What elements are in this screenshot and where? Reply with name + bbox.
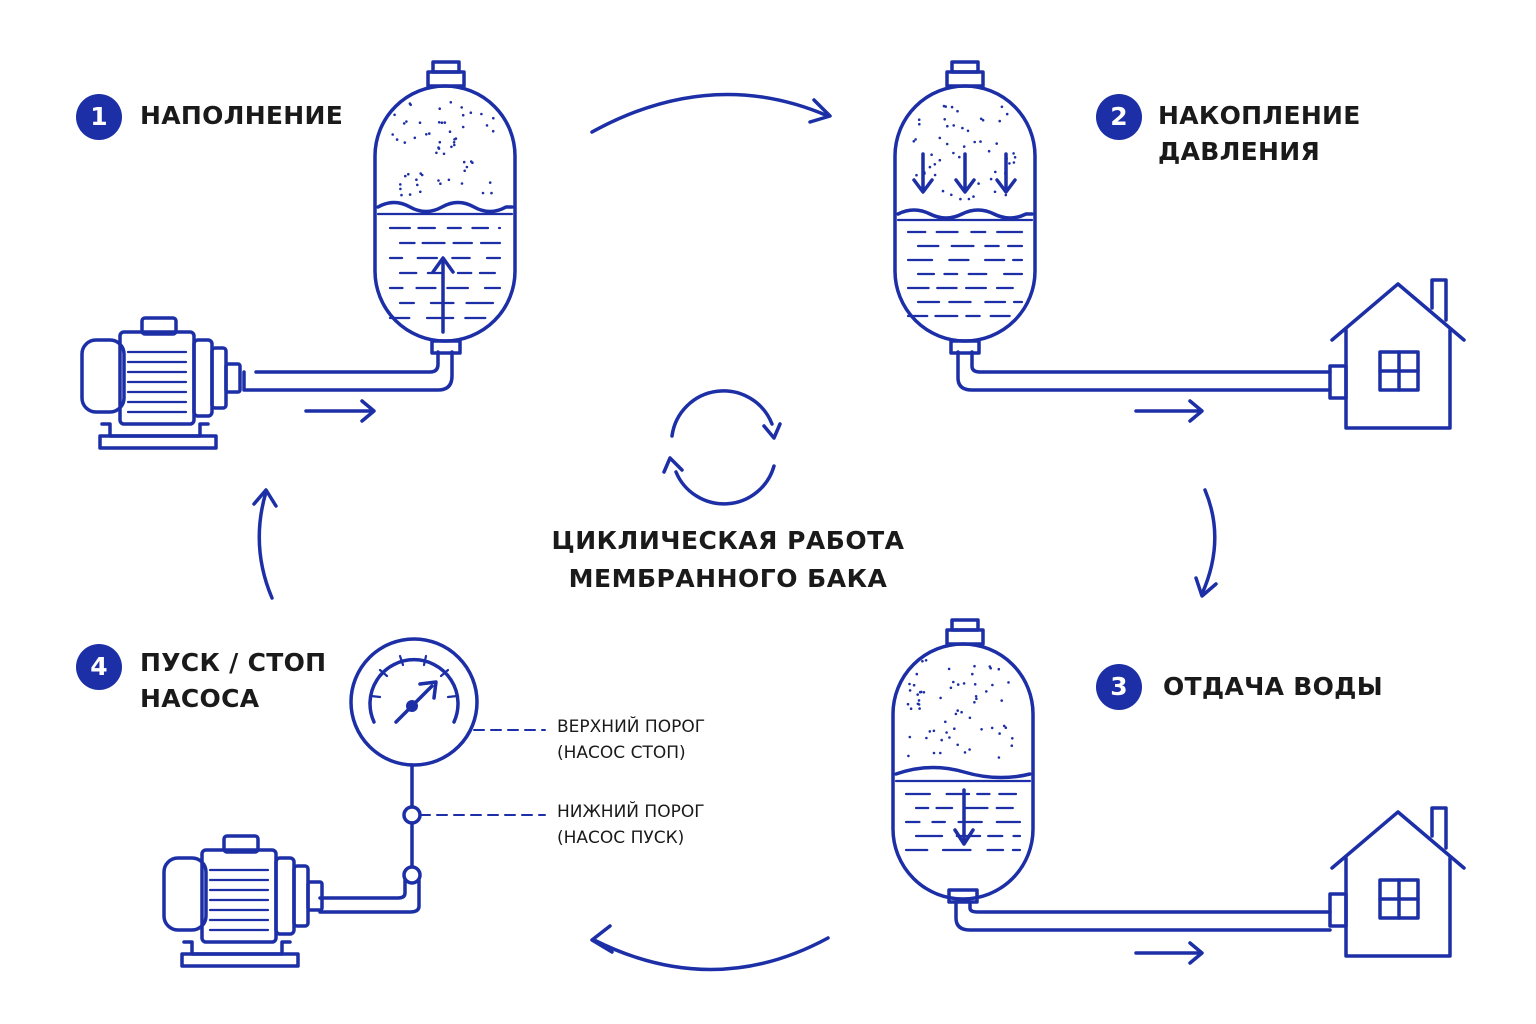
step1-title-line: НАПОЛНЕНИЕ: [140, 101, 344, 130]
step2-tank-icon: [893, 60, 1037, 355]
step3-flow-arrow: [1134, 941, 1204, 965]
step4-gauge-line: [318, 763, 422, 914]
cycle-arrow-bottom: [590, 924, 830, 972]
lower-threshold-label: НИЖНИЙ ПОРОГ (НАСОС ПУСК): [557, 799, 705, 851]
step4-title-line-2: НАСОСА: [140, 684, 260, 713]
step3-house-icon: [1328, 806, 1466, 958]
step4-threshold-leaders: [419, 729, 546, 816]
step1-air-dots: [391, 100, 495, 197]
center-title-line-2: МЕМБРАННОГО БАКА: [568, 564, 888, 593]
step2-pressure-arrows: [912, 152, 1017, 194]
step3-air-dots: [906, 659, 1014, 759]
step2-title: НАКОПЛЕНИЕ ДАВЛЕНИЯ: [1158, 98, 1361, 170]
step1-title: НАПОЛНЕНИЕ: [140, 98, 343, 134]
cycle-arrow-left: [252, 488, 278, 600]
cycle-icon: [662, 389, 782, 506]
center-title-line-1: ЦИКЛИЧЕСКАЯ РАБОТА: [551, 526, 905, 555]
step4-gauge-icon: [349, 637, 479, 767]
step4-title: ПУСК / СТОП НАСОСА: [140, 645, 326, 717]
step2-badge: 2: [1096, 94, 1142, 140]
center-title: ЦИКЛИЧЕСКАЯ РАБОТА МЕМБРАННОГО БАКА: [528, 522, 928, 598]
step3-title-line: ОТДАЧА ВОДЫ: [1163, 672, 1383, 701]
step1-badge: 1: [76, 94, 122, 140]
step1-flow-arrow: [304, 399, 376, 423]
cycle-arrow-right: [1194, 488, 1218, 598]
step2-pipe: [956, 350, 1332, 392]
upper-threshold-label: ВЕРХНИЙ ПОРОГ (НАСОС СТОП): [557, 714, 705, 766]
lower-threshold-line-1: НИЖНИЙ ПОРОГ: [557, 802, 705, 822]
step3-tank-icon: [891, 618, 1035, 904]
cycle-arrow-top: [590, 92, 832, 134]
step1-pump-icon: [80, 316, 242, 450]
upper-threshold-line-2: (НАСОС СТОП): [557, 743, 686, 763]
step2-title-line-1: НАКОПЛЕНИЕ: [1158, 101, 1361, 130]
step1-water-lines: [388, 226, 502, 320]
step4-title-line-1: ПУСК / СТОП: [140, 648, 327, 677]
step2-title-line-2: ДАВЛЕНИЯ: [1158, 137, 1321, 166]
upper-threshold-line-1: ВЕРХНИЙ ПОРОГ: [557, 717, 706, 737]
step4-badge: 4: [76, 644, 122, 690]
step3-water-lines: [904, 792, 1022, 852]
step4-pump-icon: [162, 834, 324, 968]
step2-air-dots: [912, 104, 1017, 201]
step2-flow-arrow: [1134, 399, 1204, 423]
step1-pipe: [242, 350, 454, 392]
lower-threshold-line-2: (НАСОС ПУСК): [557, 828, 685, 848]
step2-water-lines: [906, 230, 1024, 318]
step3-pipe: [954, 900, 1332, 932]
step2-house-icon: [1328, 278, 1466, 430]
step3-badge: 3: [1096, 664, 1142, 710]
step1-tank-icon: [373, 60, 517, 355]
step3-title: ОТДАЧА ВОДЫ: [1163, 669, 1383, 705]
